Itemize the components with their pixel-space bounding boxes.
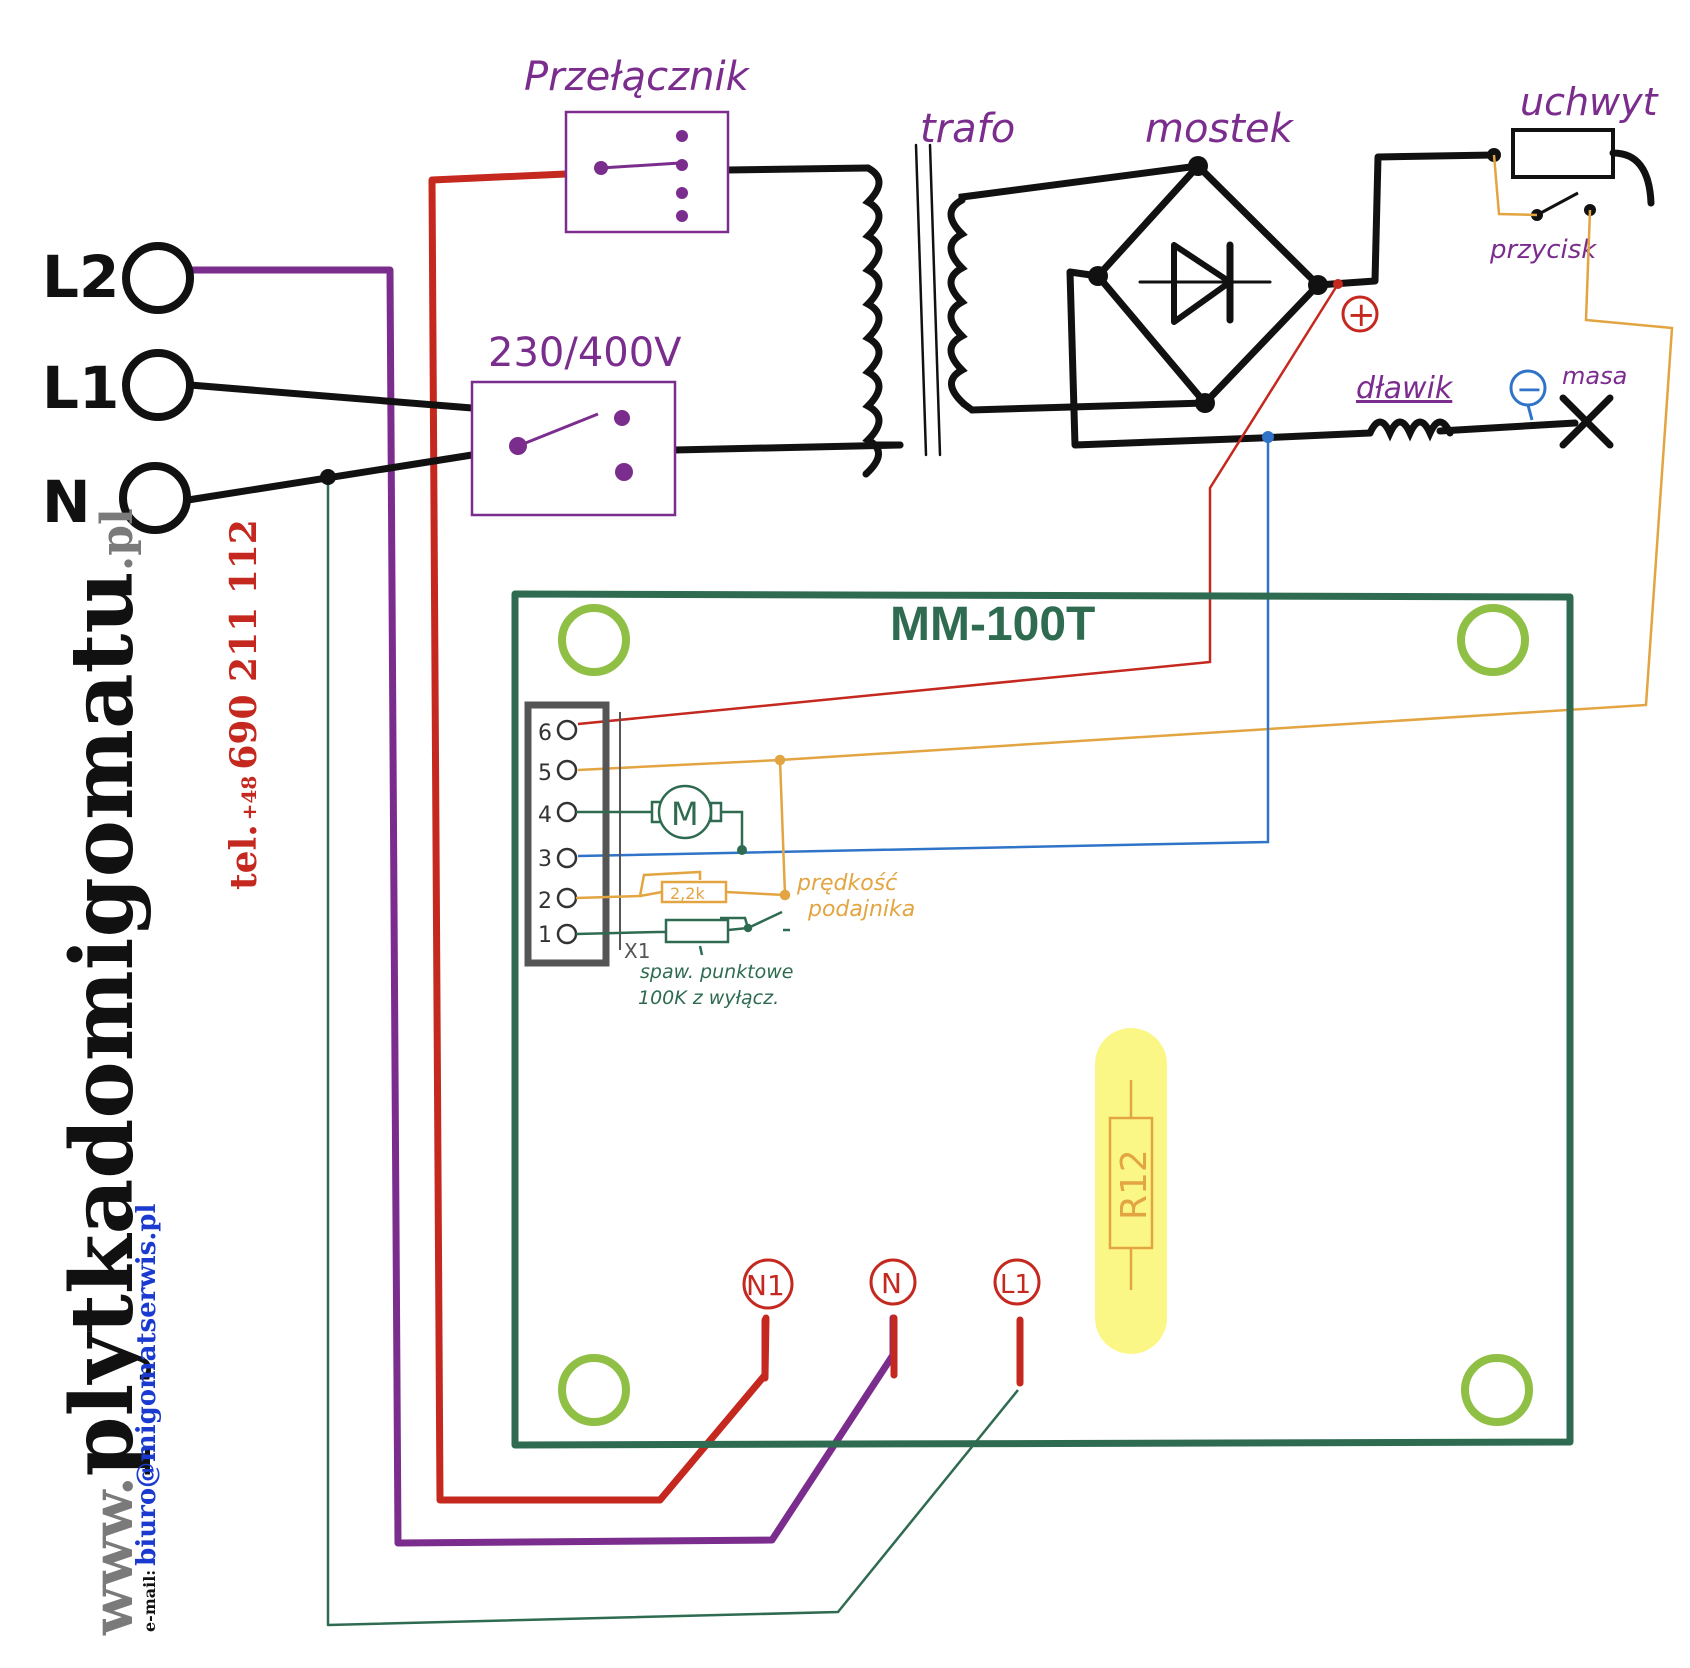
board-title: MM-100T (890, 598, 1095, 651)
transformer-label: trafo (920, 106, 1015, 152)
spot-weld-circuit (575, 910, 790, 956)
resistor-r12: R12 (1095, 1028, 1167, 1354)
pin-2-label: 2 (538, 889, 552, 914)
brand-email-address: biuro@migomatserwis.pl (132, 1204, 162, 1566)
terminal-l2-label: L2 (42, 243, 119, 311)
mounting-hole-br (1461, 1354, 1533, 1426)
feed-speed-label-1: prędkość (796, 871, 898, 896)
brand-site: plytkadomigomatu (52, 571, 153, 1476)
pin-4: 4 (538, 801, 578, 828)
mounting-hole-tr (1457, 604, 1529, 676)
feed-motor: M (576, 784, 747, 855)
brand-tel: tel. +48 690 211 112 (223, 519, 265, 890)
board-terminal-n (869, 1258, 917, 1306)
brand-www: www. (80, 1477, 146, 1636)
minus-marker-sign: − (1516, 370, 1543, 408)
voltage-switch-label: 230/400V (488, 330, 682, 376)
resistor-r12-label: R12 (1114, 1149, 1155, 1220)
brand-main: www.plytkadomigomatu.pl (52, 508, 153, 1636)
brand-email-prefix: e-mail: (140, 1570, 159, 1632)
board-terminal-n-label: N (881, 1267, 902, 1300)
plus-marker-sign: + (1347, 295, 1376, 335)
n-junction-dot (320, 469, 336, 485)
pin-5-label: 5 (538, 761, 552, 786)
pin-4-label: 4 (538, 803, 552, 828)
pin-6: 6 (538, 719, 578, 746)
pin-3-label: 3 (538, 847, 552, 872)
board-mm100t: MM-100T (511, 590, 1574, 1449)
transformer (862, 143, 1209, 478)
torch-holder-label: uchwyt (1520, 80, 1660, 124)
resistor-value-label: 2,2k (670, 884, 705, 903)
wire-blue-thin (577, 437, 1270, 858)
mounting-hole-tl (558, 604, 630, 676)
spot-weld-label-1: spaw. punktowe (640, 961, 793, 983)
branding: www.plytkadomigomatu.pl tel. +48 690 211 1… (52, 508, 265, 1636)
bridge-label: mostek (1145, 106, 1295, 152)
board-terminal-n1-label: N1 (746, 1269, 785, 1302)
torch-holder: uchwyt (1487, 80, 1660, 207)
wire-red-thin (577, 283, 1340, 726)
board-terminal-l1-label: L1 (1000, 1270, 1031, 1300)
plus-marker: + (1341, 295, 1379, 335)
voltage-switch: 230/400V (470, 330, 682, 517)
choke (1366, 418, 1579, 442)
pin-2: 2 (538, 887, 578, 914)
mains-terminals: L2 L1 N (42, 242, 194, 536)
brand-tel-prefix: tel. (223, 824, 265, 890)
pin-6-label: 6 (538, 721, 552, 746)
spot-weld-label-2: 100K z wyłącz. (638, 987, 779, 1009)
bridge-node-top (1188, 156, 1208, 176)
mounting-hole-bl (558, 1354, 630, 1426)
board-terminal-n1 (742, 1258, 794, 1310)
terminal-n-label: N (42, 468, 91, 536)
trigger-button-label: przycisk (1489, 235, 1597, 265)
pin-5: 5 (538, 759, 578, 786)
blue-junction-dot (1262, 431, 1274, 443)
brand-tel-cc: +48 (237, 776, 261, 821)
terminal-l1-label: L1 (42, 354, 119, 422)
board-mains-terminals: N1 N L1 (742, 1258, 1041, 1387)
wire-green-thin (326, 478, 1019, 1627)
choke-label: dławik (1356, 371, 1454, 406)
bridge-node-left (1088, 266, 1108, 286)
feed-speed-circuit (575, 754, 791, 904)
pin-1: 1 (538, 923, 578, 948)
brand-tel-number: 690 211 112 (223, 519, 265, 770)
terminal-l1 (122, 349, 194, 421)
connector-x1-label: X1 (624, 939, 650, 963)
selector-switch-label: Przełącznik (524, 54, 751, 100)
ground-terminal: − masa (1509, 362, 1627, 449)
selector-switch: Przełącznik (524, 54, 751, 234)
terminal-n (119, 462, 191, 534)
pin-3: 3 (538, 847, 578, 872)
feed-speed-label-2: podajnika (807, 897, 915, 922)
bridge-node-right (1308, 275, 1328, 295)
terminal-l2 (122, 242, 194, 314)
connector-x1: X1 6 5 4 3 2 1 (524, 701, 650, 967)
feed-motor-label: M (671, 795, 699, 833)
ground-label: masa (1562, 362, 1627, 390)
brand-tld: .pl (92, 508, 143, 571)
bridge-node-bottom (1195, 393, 1215, 413)
brand-email: e-mail: biuro@migomatserwis.pl (132, 1204, 162, 1632)
wire-orange-thin (577, 209, 1674, 772)
board-terminal-l1 (993, 1258, 1041, 1306)
pin-1-label: 1 (538, 923, 552, 948)
trigger-button: przycisk (1489, 154, 1597, 265)
